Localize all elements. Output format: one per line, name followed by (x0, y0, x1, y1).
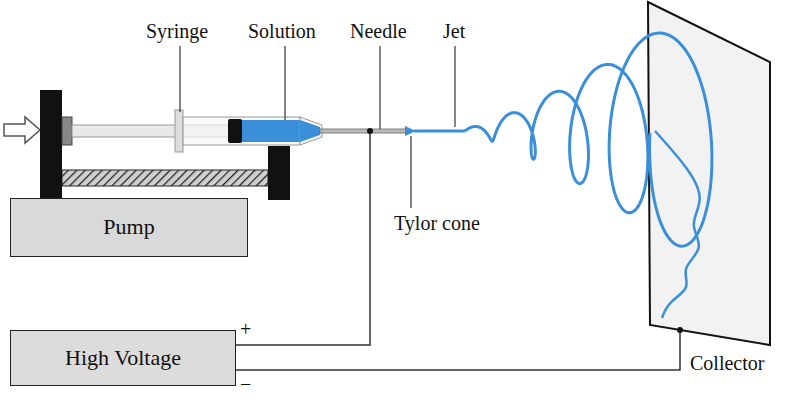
part-label: Syringe (146, 20, 208, 42)
leader-lines (180, 46, 455, 208)
collector-contact (677, 327, 683, 333)
needle-contact (367, 128, 373, 134)
box-label: Pump (103, 215, 154, 239)
pusher-block (40, 90, 62, 200)
positive-wire (236, 134, 370, 345)
barrel-flange (175, 110, 183, 152)
plunger-head (62, 117, 72, 145)
negative-wire (236, 332, 680, 370)
part-label: Collector (690, 352, 764, 374)
pump-box: Pump (10, 198, 248, 257)
syringe-tip (300, 117, 322, 145)
fiber-deposit (655, 131, 700, 318)
part-label: Needle (350, 20, 407, 42)
polarity-sign: − (240, 373, 251, 395)
jet-spiral (465, 33, 712, 246)
pump-rail (62, 170, 268, 186)
part-label: Tylor cone (394, 212, 480, 234)
collector-plate (648, 2, 770, 345)
solution (242, 120, 300, 142)
part-label: Jet (443, 20, 465, 42)
holder-block (268, 146, 290, 200)
jet-straight (414, 130, 465, 133)
jet (414, 33, 712, 318)
box-label: High Voltage (65, 346, 181, 370)
power-supply-box: High Voltage (10, 330, 236, 386)
needle (320, 129, 408, 133)
push-arrow (4, 117, 40, 143)
syringe-barrel (183, 117, 300, 145)
part-label: Solution (248, 20, 316, 42)
plunger-stopper (228, 119, 242, 143)
tip-solution (300, 120, 320, 142)
polarity-sign: + (240, 318, 251, 340)
